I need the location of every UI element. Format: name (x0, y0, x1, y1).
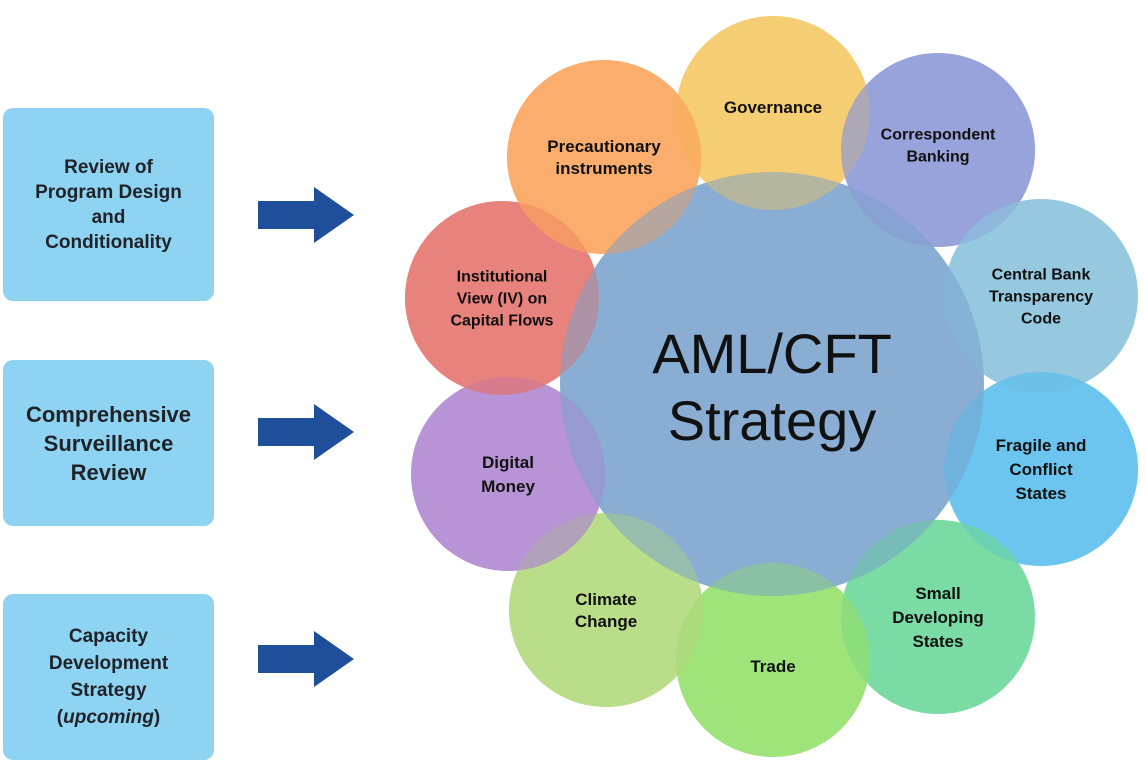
petal-overlap (405, 201, 599, 395)
petal-circle (411, 377, 605, 571)
box-line: and (91, 206, 126, 228)
petal-circle (509, 513, 703, 707)
petal-label: States (1015, 484, 1066, 503)
arrow-shape (258, 631, 354, 687)
arrow-right-icon (258, 187, 354, 243)
petal-label: States (912, 632, 963, 651)
petal-label: Conflict (1009, 460, 1073, 479)
petal-label: Change (575, 612, 637, 631)
center-title-line2: Strategy (668, 389, 877, 452)
box-line: Conditionality (45, 231, 172, 253)
petal-label: Institutional (457, 269, 548, 286)
petal-overlap (676, 16, 870, 210)
petal-circle (944, 372, 1138, 566)
surveillance-review-box: Comprehensive Surveillance Review (3, 360, 214, 526)
petal-overlay (405, 16, 1138, 757)
box-line: Capacity (68, 626, 149, 647)
petal-circle (405, 201, 599, 395)
petal-label: Code (1021, 311, 1061, 328)
box-line: Surveillance (43, 430, 174, 456)
petal-circles (405, 16, 1138, 757)
petal-circle (944, 199, 1138, 393)
petal-circle (507, 60, 701, 254)
box-note: (upcoming) (56, 707, 161, 728)
petal-circle (676, 16, 870, 210)
box-line: Comprehensive (25, 401, 192, 427)
arrow-shape (258, 187, 354, 243)
petal-overlap (411, 377, 605, 571)
petal-label: Trade (750, 657, 795, 676)
petal-overlap (841, 520, 1035, 714)
capacity-development-box: Capacity Development Strategy (upcoming) (3, 594, 214, 760)
petal-label: Central Bank (992, 267, 1091, 284)
center-circle (560, 172, 984, 596)
arrow-right-icon (258, 404, 354, 460)
box-line: Development (48, 653, 169, 674)
petal-label: View (IV) on (457, 291, 547, 308)
petal-label: Banking (906, 149, 969, 166)
petal-label: Developing (892, 608, 984, 627)
box-line: Review (70, 459, 147, 485)
petal-overlap (944, 372, 1138, 566)
petal-label: Precautionary (547, 137, 661, 156)
petal-overlap (944, 199, 1138, 393)
petal-label: Digital (482, 453, 534, 472)
petal-overlap (676, 563, 870, 757)
petal-circle (841, 520, 1035, 714)
box-line: Program Design (35, 181, 182, 203)
petal-label: Capital Flows (450, 313, 553, 330)
petal-overlap (841, 53, 1035, 247)
petal-label: Governance (724, 98, 822, 117)
petal-label: Correspondent (881, 127, 996, 144)
upcoming-note: upcoming (63, 707, 154, 728)
petal-circle (676, 563, 870, 757)
center-title-line1: AML/CFT (652, 322, 892, 385)
petal-label: Climate (575, 590, 636, 609)
arrow-right-icon (258, 631, 354, 687)
petal-label: Transparency (989, 289, 1093, 306)
program-design-box: Review of Program Design and Conditional… (3, 108, 214, 301)
box-line: Strategy (70, 680, 147, 701)
petal-label: Money (481, 477, 535, 496)
petal-label: Fragile and (996, 436, 1087, 455)
box-line: Review of (64, 156, 153, 178)
petal-overlap (507, 60, 701, 254)
arrow-shape (258, 404, 354, 460)
petal-label: instruments (555, 159, 652, 178)
petal-circle (841, 53, 1035, 247)
petal-label: Small (915, 584, 960, 603)
petal-overlap (509, 513, 703, 707)
